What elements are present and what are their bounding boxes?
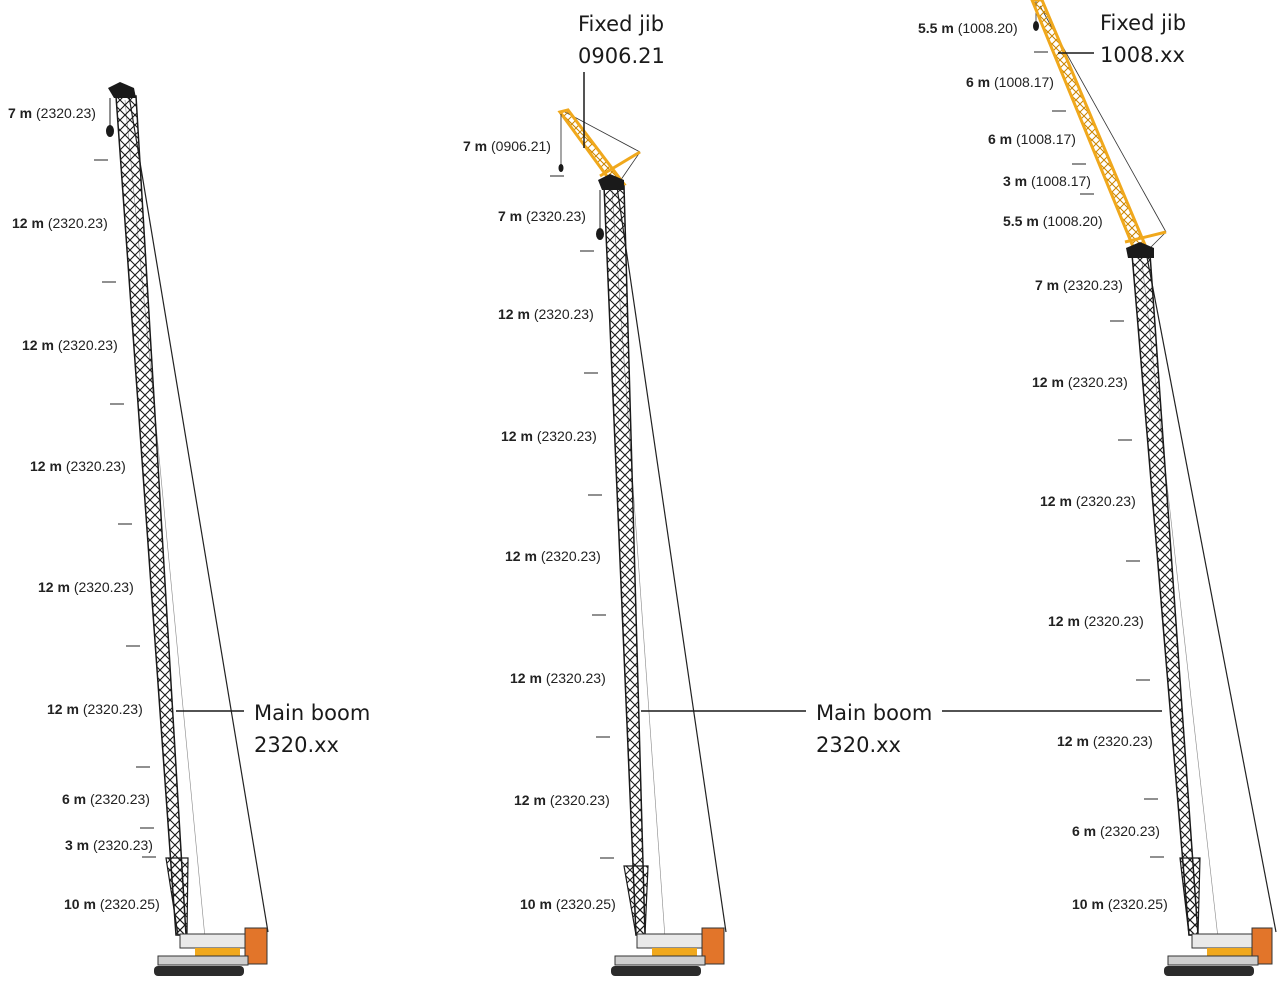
boom-foot-section <box>165 857 189 936</box>
fixed-jib <box>557 108 627 188</box>
crane-config-2 <box>557 108 727 976</box>
segment-label: 10 m (2320.25) <box>520 896 616 912</box>
crawler-base <box>1164 927 1273 976</box>
main-boom <box>115 95 187 936</box>
segment-label: 3 m (2320.23) <box>65 837 153 853</box>
callout-main-boom-shared: Main boom 2320.xx <box>641 701 1162 757</box>
jib-strut <box>599 150 641 178</box>
hook-block <box>106 125 114 137</box>
callout-code: 1008.xx <box>1100 43 1185 67</box>
crane-config-3 <box>1030 0 1277 976</box>
segment-label: 3 m (1008.17) <box>1003 173 1091 189</box>
segment-labels-config-3: 5.5 m (1008.20) 6 m (1008.17) 6 m (1008.… <box>918 20 1168 912</box>
jib-pendant <box>564 111 641 153</box>
segment-labels-config-1: 7 m (2320.23) 12 m (2320.23) 12 m (2320.… <box>8 105 160 912</box>
jib-strut <box>1124 230 1167 244</box>
crawler-base <box>154 927 268 976</box>
boom-head <box>108 82 136 98</box>
crawler-base <box>611 927 725 976</box>
jib-hook <box>1033 21 1039 31</box>
segment-label: 12 m (2320.23) <box>514 792 610 808</box>
boom-head <box>598 174 624 190</box>
callout-fixed-jib-config-2: Fixed jib 0906.21 <box>578 12 665 148</box>
segment-label: 12 m (2320.23) <box>498 306 594 322</box>
segment-label: 12 m (2320.23) <box>505 548 601 564</box>
pendant-rope <box>1145 251 1277 933</box>
segment-label: 12 m (2320.23) <box>1048 613 1144 629</box>
segment-label: 12 m (2320.23) <box>47 701 143 717</box>
segment-label: 5.5 m (1008.20) <box>1003 213 1103 229</box>
jib-hook <box>558 164 564 172</box>
segment-labels-config-2: 7 m (0906.21) 7 m (2320.23) 12 m (2320.2… <box>463 138 616 912</box>
callout-label: Main boom <box>254 701 370 725</box>
segment-label: 12 m (2320.23) <box>501 428 597 444</box>
callout-fixed-jib-config-3: Fixed jib 1008.xx <box>1058 11 1186 67</box>
segment-label: 10 m (2320.25) <box>64 896 160 912</box>
segment-label: 12 m (2320.23) <box>30 458 126 474</box>
segment-label: 7 m (2320.23) <box>1035 277 1123 293</box>
callout-label: Fixed jib <box>1100 11 1186 35</box>
segment-label: 12 m (2320.23) <box>1057 733 1153 749</box>
hook-block <box>596 228 604 240</box>
callout-label: Main boom <box>816 701 932 725</box>
segment-label: 6 m (2320.23) <box>1072 823 1160 839</box>
segment-label: 12 m (2320.23) <box>22 337 118 353</box>
boom-foot-section <box>623 865 649 936</box>
segment-label: 5.5 m (1008.20) <box>918 20 1018 36</box>
boom-foot-section <box>1179 857 1201 936</box>
segment-label: 12 m (2320.23) <box>1032 374 1128 390</box>
pendant-rope <box>615 179 727 933</box>
callout-code: 2320.xx <box>816 733 901 757</box>
segment-ticks <box>94 51 1164 859</box>
segment-label: 12 m (2320.23) <box>510 670 606 686</box>
segment-label: 10 m (2320.25) <box>1072 896 1168 912</box>
main-boom <box>603 185 646 936</box>
callout-code: 2320.xx <box>254 733 339 757</box>
boom-head <box>1126 242 1154 258</box>
segment-label: 6 m (2320.23) <box>62 791 150 807</box>
callout-code: 0906.21 <box>578 44 665 68</box>
segment-label: 7 m (2320.23) <box>8 105 96 121</box>
segment-label: 7 m (2320.23) <box>498 208 586 224</box>
callout-main-boom-config-1: Main boom 2320.xx <box>176 701 370 757</box>
pendant-rope <box>127 89 269 933</box>
segment-label: 6 m (1008.17) <box>988 131 1076 147</box>
segment-label: 6 m (1008.17) <box>966 74 1054 90</box>
segment-label: 12 m (2320.23) <box>1040 493 1136 509</box>
segment-label: 7 m (0906.21) <box>463 138 551 154</box>
callout-label: Fixed jib <box>578 12 664 36</box>
segment-label: 12 m (2320.23) <box>12 215 108 231</box>
segment-label: 12 m (2320.23) <box>38 579 134 595</box>
crane-config-1 <box>106 82 269 976</box>
